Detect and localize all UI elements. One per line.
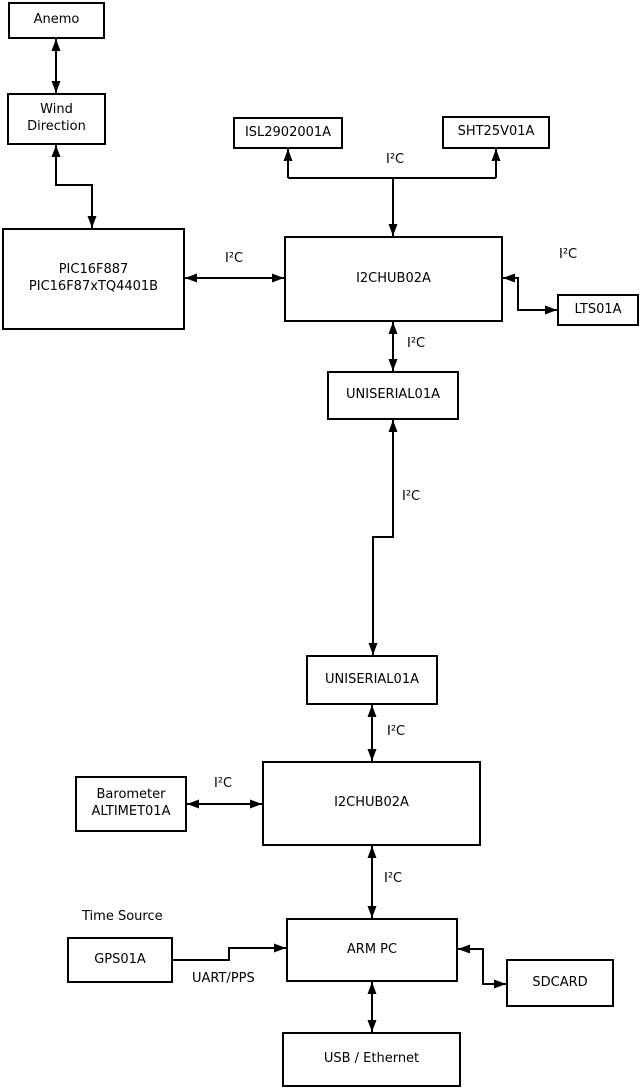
label-i2c-uniserial2-hub2: I²C bbox=[387, 724, 406, 740]
edge-armpc-sdcard bbox=[458, 944, 506, 989]
edge-gps-armpc bbox=[173, 943, 286, 961]
label-i2c-hub1-uniserial1: I²C bbox=[407, 336, 426, 352]
node-barometer: Barometer ALTIMET01A bbox=[75, 776, 187, 832]
node-arm-pc: ARM PC bbox=[286, 918, 458, 982]
node-sdcard: SDCARD bbox=[506, 959, 614, 1007]
node-gps01a: GPS01A bbox=[67, 937, 173, 983]
label-uart-pps: UART/PPS bbox=[192, 971, 255, 987]
node-sht25v01a: SHT25V01A bbox=[442, 116, 550, 149]
node-i2chub02a-2: I2CHUB02A bbox=[262, 761, 481, 846]
node-anemo: Anemo bbox=[8, 2, 105, 39]
node-lts01a: LTS01A bbox=[557, 294, 639, 326]
edge-wind-pic bbox=[51, 145, 97, 228]
label-i2c-hub1-lts: I²C bbox=[559, 247, 578, 263]
node-i2chub02a-1: I2CHUB02A bbox=[284, 236, 503, 322]
edge-hub1-lts bbox=[503, 273, 557, 315]
label-i2c-uniserial-link: I²C bbox=[402, 489, 421, 505]
edge-uniserial1-uniserial2 bbox=[368, 420, 398, 655]
label-i2c-hub2-armpc: I²C bbox=[384, 871, 403, 887]
node-isl2902001a: ISL2902001A bbox=[233, 117, 343, 149]
label-i2c-pic-hub1: I²C bbox=[225, 251, 244, 267]
label-i2c-barometer-hub2: I²C bbox=[214, 776, 233, 792]
node-uniserial01a-1: UNISERIAL01A bbox=[327, 371, 459, 420]
node-uniserial01a-2: UNISERIAL01A bbox=[306, 655, 438, 705]
node-pic16f887: PIC16F887 PIC16F87xTQ4401B bbox=[2, 228, 185, 330]
node-wind-direction: Wind Direction bbox=[7, 93, 106, 145]
label-time-source: Time Source bbox=[82, 909, 163, 925]
node-usb-ethernet: USB / Ethernet bbox=[282, 1032, 461, 1087]
label-i2c-isl-sht-bus: I²C bbox=[386, 152, 405, 168]
